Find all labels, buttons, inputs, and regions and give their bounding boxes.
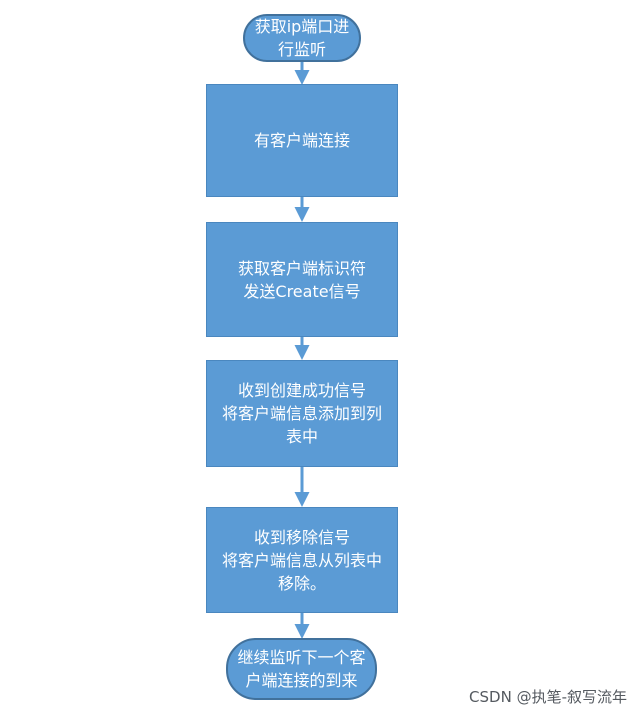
- process-node-client-connected: 有客户端连接: [206, 84, 398, 197]
- start-node-label: 获取ip端口进行监听: [254, 17, 350, 59]
- process-node-label: 获取客户端标识符 发送Create信号: [237, 258, 366, 301]
- process-node-label: 有客户端连接: [253, 131, 350, 150]
- csdn-watermark: CSDN @执笔-叙写流年: [469, 688, 627, 706]
- end-node: 继续监听下一个客户端连接的到来: [226, 638, 377, 700]
- process-node-add-to-list: 收到创建成功信号 将客户端信息添加到列表中: [206, 360, 398, 467]
- start-node: 获取ip端口进行监听: [243, 14, 361, 62]
- process-node-label: 收到创建成功信号 将客户端信息添加到列表中: [221, 381, 382, 446]
- end-node-label: 继续监听下一个客户端连接的到来: [237, 648, 366, 690]
- process-node-label: 收到移除信号 将客户端信息从列表中移除。: [221, 527, 382, 593]
- process-node-remove-from-list: 收到移除信号 将客户端信息从列表中移除。: [206, 507, 398, 613]
- process-node-get-identifier: 获取客户端标识符 发送Create信号: [206, 222, 398, 337]
